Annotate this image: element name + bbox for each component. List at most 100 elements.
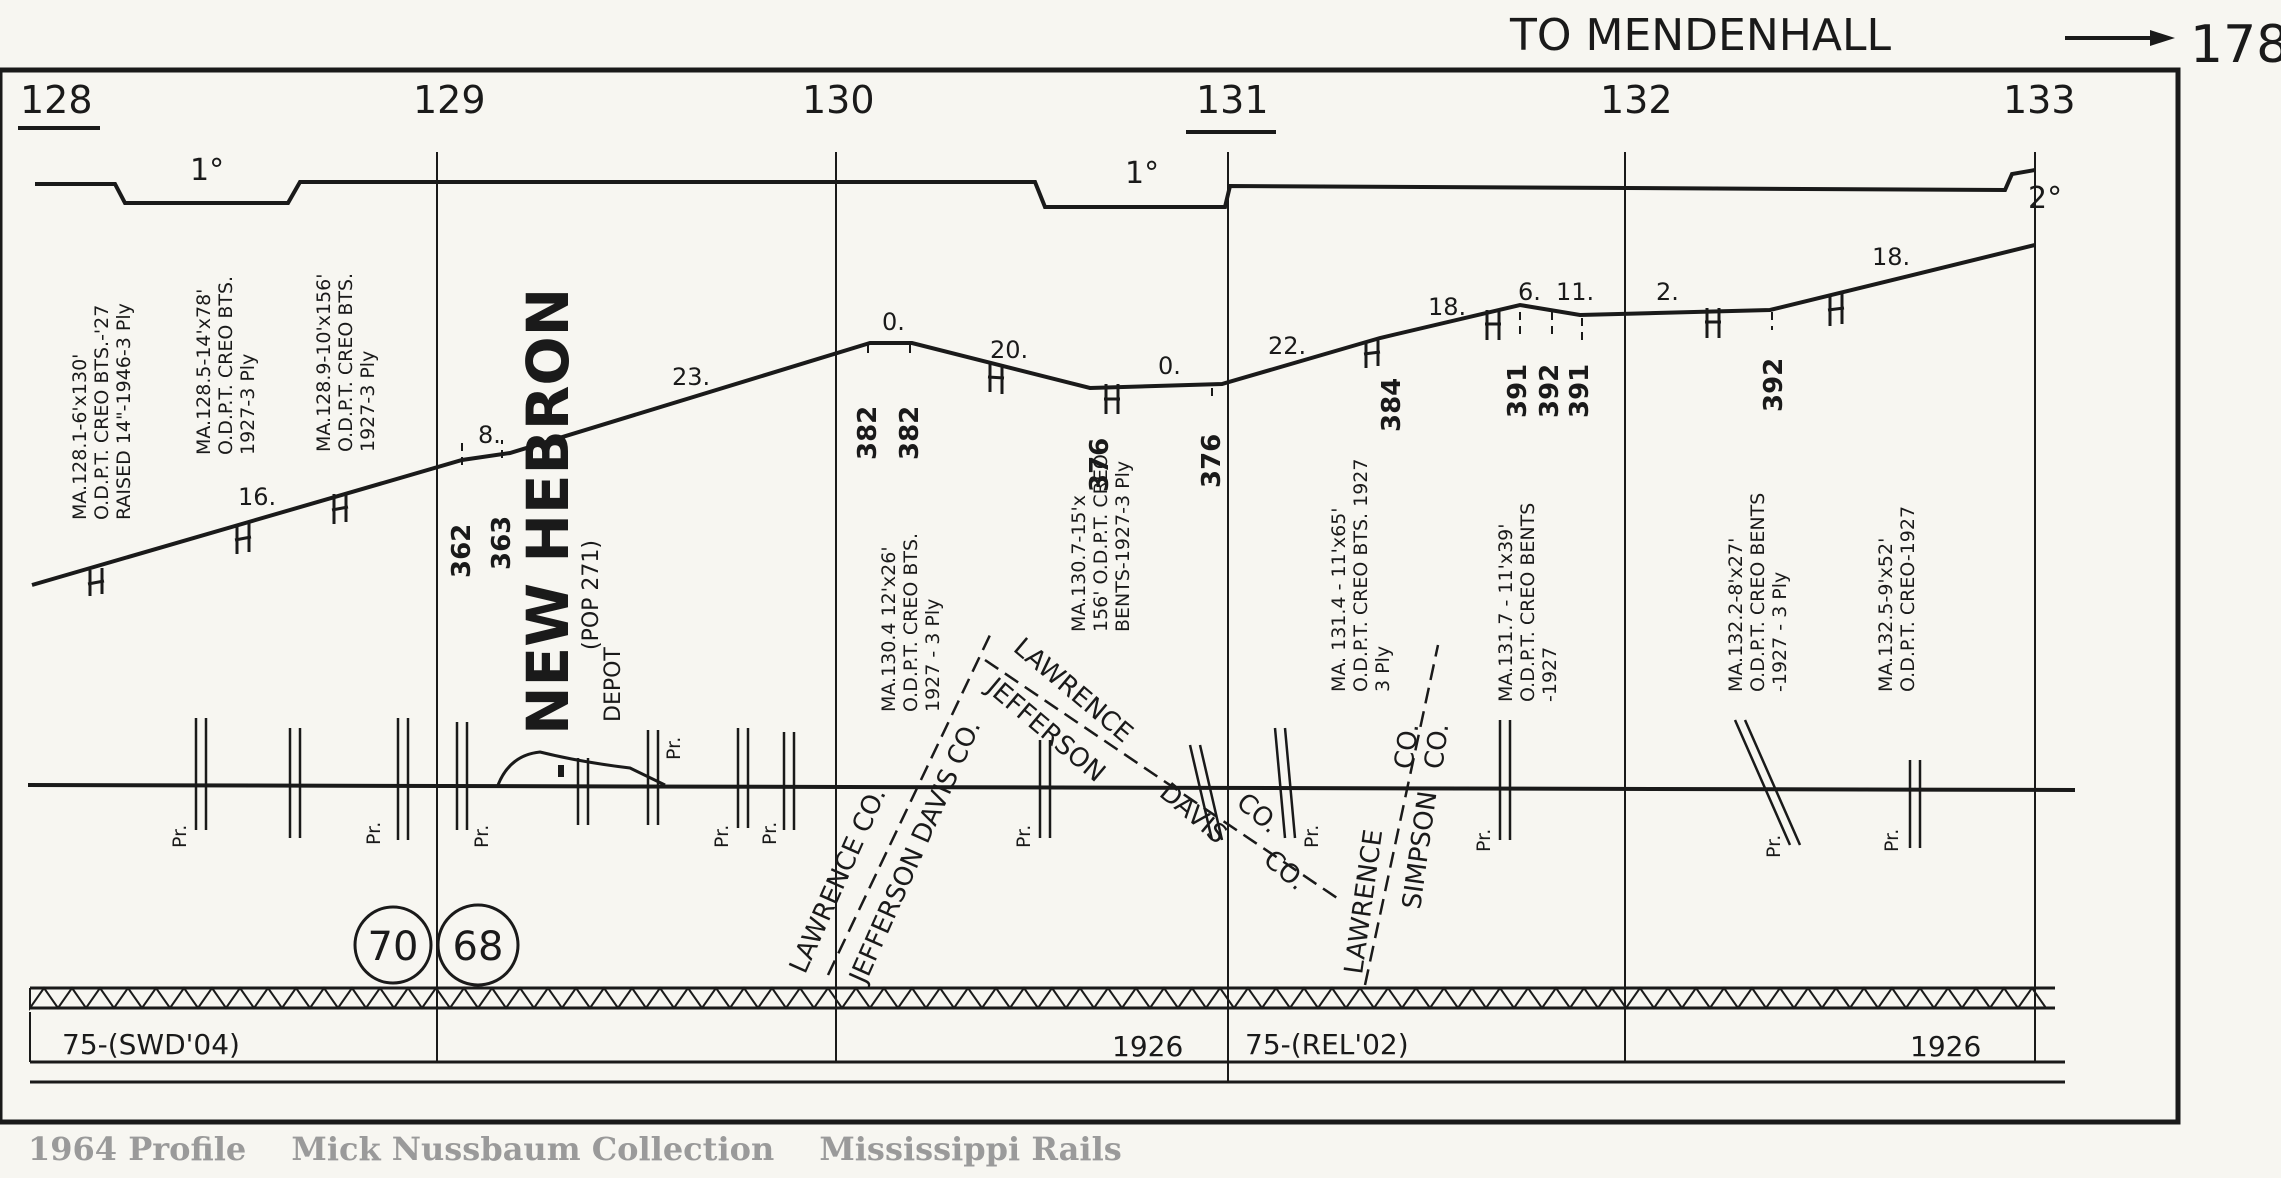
crossing-mark-5: Pr. [711, 825, 733, 848]
svg-text:MA.130.7-15'x: MA.130.7-15'x [1068, 495, 1090, 632]
svg-text:MA.131.7 - 11'x39': MA.131.7 - 11'x39' [1495, 524, 1517, 702]
grade-8: 8. [478, 421, 501, 449]
station-platform [496, 750, 666, 787]
direction-arrow [2065, 30, 2175, 46]
arrow-number: 178 [2190, 15, 2281, 75]
direction-label: TO MENDENHALL [1509, 10, 1891, 61]
county-co-b: CO. [1258, 844, 1312, 896]
svg-text:O.D.P.T. CREO BENTS: O.D.P.T. CREO BENTS [1517, 503, 1539, 702]
elevation-392-a: 392 [1535, 364, 1565, 418]
svg-text:MA.132.5-9'x52': MA.132.5-9'x52' [1875, 538, 1897, 692]
highway-shield-70: 70 [353, 905, 433, 985]
curvature-3: 2° [2028, 181, 2062, 216]
svg-text:MA.130.4 12'x26': MA.130.4 12'x26' [878, 546, 900, 712]
credit-line: 1964 Profile Mick Nussbaum Collection Mi… [28, 1130, 1156, 1168]
milepost-grid [436, 152, 2036, 1082]
grade-20: 20. [990, 336, 1028, 364]
bridge-note-130-7: MA.130.7-15'x 156' O.D.P.T. CREO BENTS-1… [1068, 454, 1134, 632]
bridge-symbols [87, 294, 1845, 596]
svg-text:O.D.P.T. CREO BENTS: O.D.P.T. CREO BENTS [1747, 493, 1769, 692]
elevation-363: 363 [487, 516, 517, 570]
grade-23: 23. [672, 363, 710, 391]
bridge-note-128-5: MA.128.5-14'x78' O.D.P.T. CREO BTS. 1927… [193, 276, 259, 455]
curvature-1: 1° [190, 153, 224, 188]
elevation-384: 384 [1377, 378, 1407, 432]
credit-collection: Mick Nussbaum Collection [291, 1130, 775, 1168]
elevation-382-a: 382 [853, 406, 883, 460]
svg-text:O.D.P.T. CREO BTS.: O.D.P.T. CREO BTS. [335, 273, 357, 452]
grade-0-b: 0. [1158, 352, 1181, 380]
rail-note-4: 1926 [1910, 1030, 1981, 1063]
elevation-362: 362 [447, 524, 477, 578]
svg-text:70: 70 [368, 924, 419, 970]
bridge-note-132-5: MA.132.5-9'x52' O.D.P.T. CREO-1927 [1875, 506, 1919, 692]
depot-marker [558, 765, 564, 777]
milepost-130: 130 [802, 78, 875, 122]
svg-text:O.D.P.T. CREO-1927: O.D.P.T. CREO-1927 [1897, 506, 1919, 692]
svg-text:O.D.P.T. CREO BTS.: O.D.P.T. CREO BTS. [900, 533, 922, 712]
rail-note-1: 75-(SWD'04) [62, 1028, 240, 1061]
svg-text:-1927: -1927 [1539, 647, 1561, 702]
bridge-note-131-4: MA. 131.4 - 11'x65' O.D.P.T. CREO BTS. 1… [1328, 459, 1394, 692]
svg-text:MA. 131.4 - 11'x65': MA. 131.4 - 11'x65' [1328, 507, 1350, 692]
svg-text:O.D.P.T. CREO BTS.: O.D.P.T. CREO BTS. [215, 276, 237, 455]
crossing-mark-9: Pr. [1473, 829, 1495, 852]
track-band-zigzag [29, 986, 2047, 1012]
highway-shield-68: 68 [436, 903, 520, 987]
crossing-mark-6: Pr. [759, 822, 781, 845]
elevation-391-b: 391 [1565, 364, 1595, 418]
county-co-c: CO. [1389, 721, 1425, 771]
credit-profile: 1964 Profile [28, 1130, 247, 1168]
milepost-131: 131 [1196, 78, 1269, 122]
rail-note-2: 1926 [1112, 1030, 1183, 1063]
station-population: (POP 271) [579, 540, 604, 650]
crossing-mark-8: Pr. [1301, 825, 1323, 848]
depot-label: DEPOT [601, 647, 626, 722]
main-track [27, 783, 2076, 792]
curvature-line [35, 168, 2036, 209]
grade-11: 11. [1556, 278, 1594, 306]
credit-source: Mississippi Rails [819, 1130, 1122, 1168]
grade-2: 2. [1656, 278, 1679, 306]
bridge-note-128-9: MA.128.9-10'x156' O.D.P.T. CREO BTS. 192… [313, 273, 379, 452]
svg-text:O.D.P.T. CREO BTS. 1927: O.D.P.T. CREO BTS. 1927 [1350, 459, 1372, 692]
station-name: NEW HEBRON [514, 288, 582, 735]
bridge-note-131-7: MA.131.7 - 11'x39' O.D.P.T. CREO BENTS -… [1495, 503, 1561, 702]
elevation-392-b: 392 [1759, 358, 1789, 412]
svg-text:1927-3 Ply: 1927-3 Ply [357, 351, 379, 452]
elevation-leaders [461, 312, 1773, 465]
bridge-note-132-2: MA.132.2-8'x27' O.D.P.T. CREO BENTS -192… [1725, 493, 1791, 692]
svg-text:MA.128.1-6'x130': MA.128.1-6'x130' [69, 354, 91, 520]
svg-text:MA.128.5-14'x78': MA.128.5-14'x78' [193, 289, 215, 455]
bridge-note-128-1: MA.128.1-6'x130' O.D.P.T. CREO BTS.-'27 … [69, 303, 135, 520]
svg-text:68: 68 [453, 924, 504, 970]
svg-text:O.D.P.T. CREO BTS.-'27: O.D.P.T. CREO BTS.-'27 [91, 305, 113, 520]
elevation-391-a: 391 [1503, 364, 1533, 418]
svg-text:RAISED 14"-1946-3 Ply: RAISED 14"-1946-3 Ply [113, 303, 135, 520]
milepost-129: 129 [413, 78, 486, 122]
svg-text:BENTS-1927-3 Ply: BENTS-1927-3 Ply [1112, 461, 1134, 632]
milepost-132: 132 [1600, 78, 1673, 122]
county-co-d: CO. [1419, 721, 1455, 771]
county-lines [826, 634, 1440, 986]
svg-text:MA.132.2-8'x27': MA.132.2-8'x27' [1725, 538, 1747, 692]
milepost-labels: 128 129 130 131 132 133 [20, 78, 2076, 122]
svg-text:1927 - 3 Ply: 1927 - 3 Ply [922, 599, 944, 712]
crossing-mark-1: Pr. [169, 825, 191, 848]
bridge-note-130-4: MA.130.4 12'x26' O.D.P.T. CREO BTS. 1927… [878, 533, 944, 712]
elevation-376-b: 376 [1197, 434, 1227, 488]
grade-22: 22. [1268, 332, 1306, 360]
svg-text:156' O.D.P.T. CREO: 156' O.D.P.T. CREO [1090, 454, 1112, 632]
svg-text:-1927 - 3 Ply: -1927 - 3 Ply [1769, 572, 1791, 692]
svg-text:MA.128.9-10'x156': MA.128.9-10'x156' [313, 274, 335, 452]
crossing-mark-3: Pr. [471, 825, 493, 848]
milepost-128: 128 [20, 78, 93, 122]
grade-18-b: 18. [1872, 243, 1910, 271]
crossing-mark-2: Pr. [363, 822, 385, 845]
diagram-frame [0, 67, 2181, 1125]
grade-0-a: 0. [882, 308, 905, 336]
elevation-376-a: 376 [1085, 438, 1115, 492]
grade-6: 6. [1518, 278, 1541, 306]
crossing-mark-7: Pr. [1013, 825, 1035, 848]
